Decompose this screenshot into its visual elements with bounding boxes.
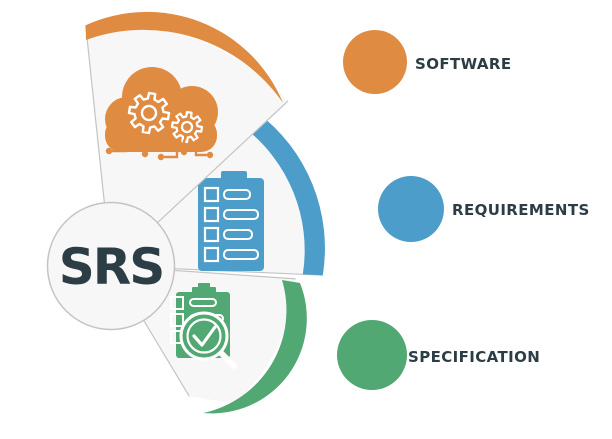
checkbox-square: [170, 313, 184, 327]
checkbox-square: [203, 226, 220, 243]
magnifier-inner-ring: [186, 318, 222, 354]
document-check-search-icon: [170, 283, 237, 369]
legend-dot-specification: [337, 320, 407, 390]
requirements-arc-band: [243, 112, 325, 276]
circuit-dot: [157, 153, 165, 161]
gear-large-icon: [127, 91, 171, 135]
acronym-circle: [46, 201, 176, 331]
legend-label-requirements: REQUIREMENTS: [452, 201, 590, 219]
circuit-dot: [105, 147, 113, 155]
gear-large-hub: [140, 104, 158, 122]
gear-small-hub: [180, 120, 194, 134]
acronym-badge: SRS: [46, 201, 176, 331]
checkbox-square: [203, 246, 220, 263]
clipboard-board: [198, 178, 264, 271]
text-line-bar: [223, 249, 259, 260]
circuit-dot: [141, 150, 149, 158]
circuit-dot: [206, 151, 214, 159]
software-arc-band: [85, 11, 283, 103]
text-line-bar: [223, 229, 253, 240]
cloud-gears-icon: [105, 67, 218, 161]
magnifier-handle: [217, 349, 237, 369]
checkbox-square: [170, 296, 184, 310]
check-mark: [192, 325, 217, 347]
gear-small-icon: [170, 110, 204, 144]
legend-dot-requirements: [378, 176, 444, 242]
checklist-clipboard-icon: [198, 171, 264, 271]
checkbox-square: [203, 186, 220, 203]
legend-dot-software: [343, 30, 407, 94]
fan-diagram: SRS: [46, 11, 325, 414]
legend-label-specification: SPECIFICATION: [408, 348, 541, 366]
text-line-bar: [223, 189, 251, 200]
checkbox-square: [203, 206, 220, 223]
circuit-dot: [180, 148, 188, 156]
segment-software-wedge: [85, 11, 289, 268]
acronym-text: SRS: [59, 238, 164, 296]
text-line-bar: [189, 298, 217, 307]
legend-label-software: SOFTWARE: [415, 55, 512, 73]
specification-arc-band: [203, 280, 307, 414]
cloud-shape: [105, 67, 218, 152]
circuit-lines: [105, 139, 214, 161]
text-line-bar: [223, 209, 259, 220]
